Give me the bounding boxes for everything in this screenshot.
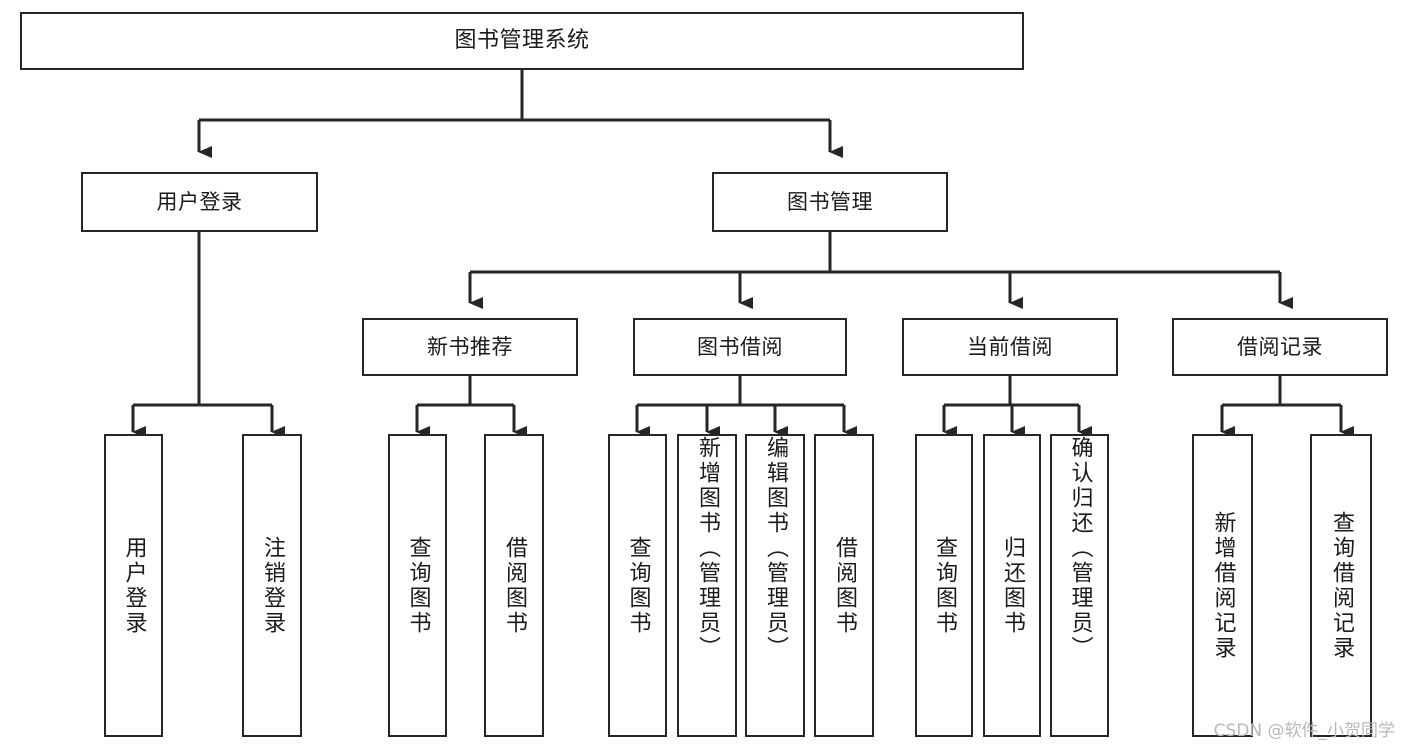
csdn-watermark: CSDN @软件_小贺同学 [1213,721,1395,741]
node-book-borrow[interactable]: 图书借阅 [633,318,847,376]
node-root-system[interactable]: 图书管理系统 [20,12,1024,70]
node-new-book-recommend[interactable]: 新书推荐 [362,318,578,376]
leaf-logout[interactable]: 注销登录 [242,434,302,737]
node-borrow-record[interactable]: 借阅记录 [1172,318,1388,376]
node-label: 查询借阅记录 [1329,510,1354,661]
leaf-query-book-current[interactable]: 查询图书 [915,434,973,737]
leaf-edit-book-admin[interactable]: 编辑图书（管理员） [745,434,805,737]
leaf-query-book-recommend[interactable]: 查询图书 [388,434,447,737]
node-label: 图书管理 [787,189,873,214]
leaf-return-book[interactable]: 归还图书 [983,434,1041,737]
node-label: 新增借阅记录 [1210,510,1236,661]
leaf-query-borrow-record[interactable]: 查询借阅记录 [1310,434,1372,737]
node-label: 查询图书 [932,535,957,636]
node-current-borrow[interactable]: 当前借阅 [902,318,1118,376]
leaf-borrow-book[interactable]: 借阅图书 [814,434,874,737]
leaf-add-borrow-record[interactable]: 新增借阅记录 [1192,434,1253,737]
node-label: 新增图书（管理员） [695,436,720,661]
leaf-query-book-borrow[interactable]: 查询图书 [608,434,667,737]
node-label: 查询图书 [625,535,651,636]
node-label: 用户登录 [121,535,147,636]
node-label: 借阅图书 [832,535,857,636]
node-label: 用户登录 [156,189,243,214]
node-label: 当前借阅 [967,334,1053,359]
node-label: 确认归还（管理员） [1067,436,1093,661]
node-label: 图书管理系统 [454,28,590,54]
leaf-add-book-admin[interactable]: 新增图书（管理员） [677,434,737,737]
leaf-user-login[interactable]: 用户登录 [104,434,163,737]
node-label: 新书推荐 [427,334,513,359]
leaf-confirm-return-admin[interactable]: 确认归还（管理员） [1050,434,1109,737]
node-label: 查询图书 [405,535,431,636]
node-user-login[interactable]: 用户登录 [81,172,318,232]
node-label: 图书借阅 [697,334,783,359]
node-label: 注销登录 [260,535,285,636]
node-label: 归还图书 [1000,535,1025,636]
node-label: 借阅图书 [502,535,527,636]
node-label: 编辑图书（管理员） [763,436,788,661]
leaf-borrow-book-recommend[interactable]: 借阅图书 [484,434,544,737]
node-label: 借阅记录 [1237,334,1323,359]
node-book-management[interactable]: 图书管理 [712,172,948,232]
